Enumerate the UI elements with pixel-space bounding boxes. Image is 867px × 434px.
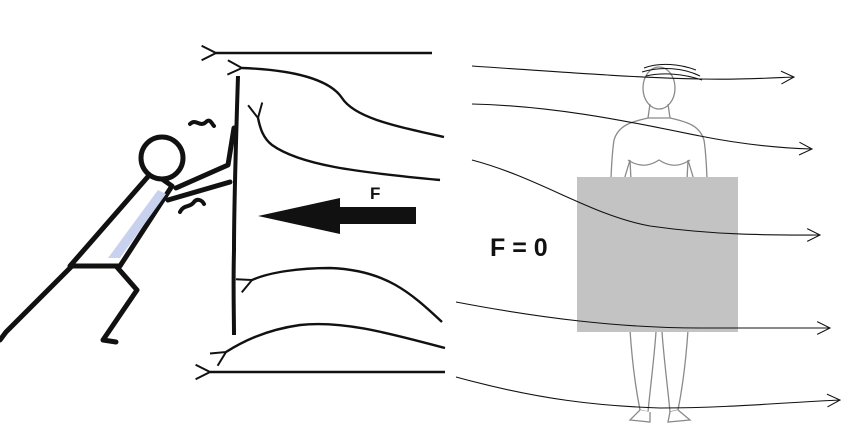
front-leg <box>100 263 140 345</box>
effort-mark-2 <box>178 197 206 214</box>
stick-figure-pushing <box>0 118 237 345</box>
body-feet <box>628 409 692 423</box>
force-label: F <box>370 184 380 203</box>
streamline-4 <box>252 266 443 323</box>
body-neck <box>647 103 671 119</box>
body-legs <box>629 329 689 413</box>
zero-force-label: F = 0 <box>490 234 548 262</box>
head <box>138 134 186 182</box>
right-streamlines <box>455 65 842 409</box>
censor-box <box>577 177 738 332</box>
effort-mark-1 <box>188 118 216 128</box>
upper-arm <box>173 125 237 191</box>
streamline-5 <box>226 322 446 352</box>
force-arrow <box>258 198 416 234</box>
lower-arm <box>165 179 233 203</box>
body-head <box>642 66 676 110</box>
back-leg <box>0 263 75 343</box>
right-streamline-5 <box>455 376 842 409</box>
torso <box>67 169 175 269</box>
right-streamline-1 <box>471 65 796 85</box>
streamline-3 <box>258 118 441 182</box>
left-streamlines <box>210 53 446 372</box>
right-streamline-2 <box>471 103 814 156</box>
body-chest <box>627 159 691 166</box>
right-streamline-3 <box>471 159 822 242</box>
wall <box>231 75 240 336</box>
streamline-2 <box>242 68 445 139</box>
shirt-shading <box>108 190 166 258</box>
right-streamline-4 <box>455 301 832 335</box>
